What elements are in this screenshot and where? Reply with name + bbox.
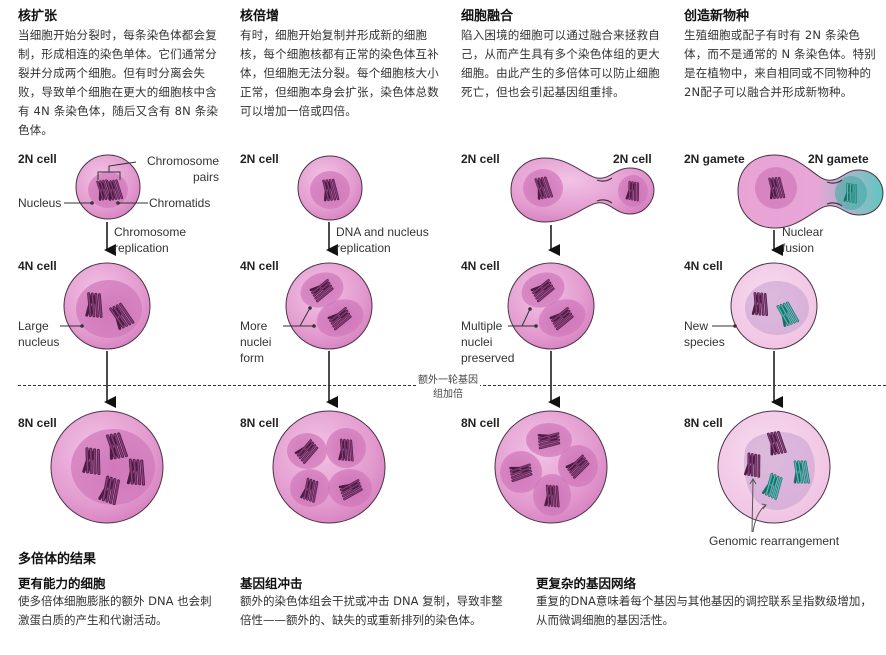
label-4n-cell: 4N cell [684,259,723,273]
cell-2n-col1 [64,154,148,220]
column-new-species: 创造新物种 生殖细胞或配子有时有 2N 条染色体，而不是通常的 N 条染色体。特… [684,8,880,102]
label-8n-cell: 8N cell [18,416,57,430]
cell-4n-col3 [507,262,595,350]
consequence-title: 更复杂的基因网络 [536,576,637,591]
column-title: 细胞融合 [461,9,514,24]
cell-4n-col1 [60,262,151,350]
label-2n-cell-left: 2N cell [461,152,500,166]
column-cell-fusion: 细胞融合 陷入困境的细胞可以通过融合来拯救自己，从而产生具有多个染色体组的更大细… [461,8,665,102]
cell-8n-col1 [50,410,164,524]
callout-large-nucleus: Large nucleus [18,319,60,349]
column-title: 核倍增 [240,9,280,24]
callout-more-nuclei-form: More nuclei form [240,319,272,365]
arrow-label-dna-nucleus-replication: DNA and nucleus replication [336,225,429,255]
label-2n-cell: 2N cell [240,152,279,166]
label-2n-cell: 2N cell [18,152,57,166]
label-2n-gamete-left: 2N gamete [684,152,745,166]
consequence-description: 重复的DNA意味着每个基因与其他基因的调控联系呈指数级增加，从而微调细胞的基因活… [536,594,872,627]
column-description: 陷入困境的细胞可以通过融合来拯救自己，从而产生具有多个染色体组的更大细胞。由此产… [461,28,660,99]
label-4n-cell: 4N cell [461,259,500,273]
column-title: 核扩张 [18,9,58,24]
column-nuclear-expansion: 核扩张 当细胞开始分裂时，每条染色体都会复制，形成相连的染色单体。它们通常分裂并… [18,8,228,140]
label-8n-cell: 8N cell [461,416,500,430]
cell-4n-col4 [712,262,818,350]
consequence-more-capable-cells: 更有能力的细胞 使多倍体细胞膨胀的额外 DNA 也会刺激蛋白质的产生和代谢活动。 [18,573,218,630]
arrow-label-nuclear-fusion: Nuclear fusion [782,225,824,255]
label-2n-gamete-right: 2N gamete [808,152,869,166]
callout-chromosome-pairs: Chromosome pairs [146,154,219,184]
column-description: 当细胞开始分裂时，每条染色体都会复制，形成相连的染色单体。它们通常分裂并分成两个… [18,28,219,137]
cell-8n-col4 [717,410,831,533]
cell-8n-col3 [494,410,608,524]
column-nuclear-multiplication: 核倍增 有时，细胞开始复制并形成新的细胞核，每个细胞核都有正常的染色体互补体，但… [240,8,444,121]
callout-new-species: New species [684,319,725,349]
label-4n-cell: 4N cell [240,259,279,273]
divider-label: 额外一轮基因组加倍 [416,374,480,402]
consequence-genome-shock: 基因组冲击 额外的染色体组会干扰或冲击 DNA 复制，导致非整倍性——额外的、缺… [240,573,510,630]
fused-2n-cells-col3 [510,157,655,223]
consequences-title: 多倍体的结果 [18,552,97,567]
consequence-description: 使多倍体细胞膨胀的额外 DNA 也会刺激蛋白质的产生和代谢活动。 [18,594,212,627]
label-2n-cell-right: 2N cell [613,152,652,166]
label-8n-cell: 8N cell [684,416,723,430]
arrow-label-chromosome-replication: Chromosome replication [114,225,187,255]
fused-gametes-col4 [737,154,884,229]
consequence-title: 更有能力的细胞 [18,576,106,591]
cell-4n-col2 [283,262,373,350]
label-8n-cell: 8N cell [240,416,279,430]
callout-nucleus: Nucleus [18,196,62,210]
consequence-complex-gene-networks: 更复杂的基因网络 重复的DNA意味着每个基因与其他基因的调控联系呈指数级增加，从… [536,573,876,630]
column-title: 创造新物种 [684,9,750,24]
callout-chromatids: Chromatids [149,196,211,210]
cell-8n-col2 [272,410,386,524]
callout-multiple-nuclei-preserved: Multiple nuclei preserved [461,319,515,365]
column-description: 有时，细胞开始复制并形成新的细胞核，每个细胞核都有正常的染色体互补体，但细胞无法… [240,28,439,118]
callout-genomic-rearrangement: Genomic rearrangement [709,534,840,548]
consequence-title: 基因组冲击 [240,576,303,591]
column-description: 生殖细胞或配子有时有 2N 条染色体，而不是通常的 N 条染色体。特别是在植物中… [684,28,877,99]
consequence-description: 额外的染色体组会干扰或冲击 DNA 复制，导致非整倍性——额外的、缺失的或重新排… [240,594,503,627]
label-4n-cell: 4N cell [18,259,57,273]
cell-2n-col2 [297,155,363,221]
